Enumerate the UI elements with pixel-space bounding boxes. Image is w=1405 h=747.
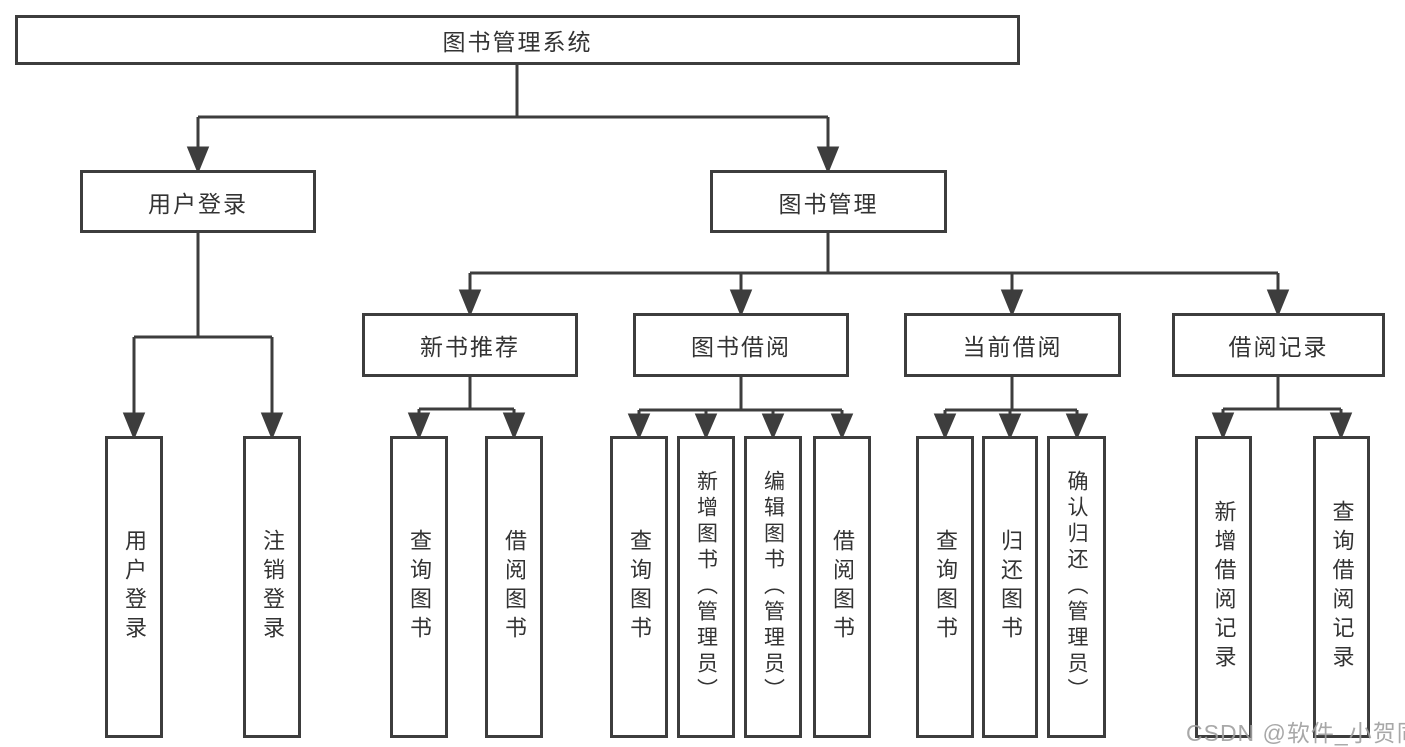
connector-mgmt-to-level3: [458, 233, 1290, 317]
leaf-confirm-return-admin: 确认归还（管理员）: [1047, 436, 1106, 738]
connector-borrow-to-leaves: [627, 377, 854, 440]
connector-root-to-level2: [186, 65, 840, 174]
leaf-query-borrow-record: 查询借阅记录: [1313, 436, 1370, 738]
node-user-login: 用户登录: [80, 170, 316, 233]
csdn-watermark: CSDN @软件_小贺同学: [1186, 720, 1405, 746]
connector-login-to-leaves: [122, 233, 284, 440]
leaf-return-book: 归还图书: [982, 436, 1038, 738]
leaf-query-book-current: 查询图书: [916, 436, 974, 738]
leaf-add-borrow-record: 新增借阅记录: [1195, 436, 1252, 738]
node-root-system: 图书管理系统: [15, 15, 1020, 65]
node-book-management: 图书管理: [710, 170, 947, 233]
leaf-logout: 注销登录: [243, 436, 301, 738]
node-book-borrow: 图书借阅: [633, 313, 849, 377]
leaf-borrow-book-recommend: 借阅图书: [485, 436, 543, 738]
leaf-query-book-recommend: 查询图书: [390, 436, 448, 738]
connector-current-to-leaves: [933, 377, 1089, 440]
leaf-user-login: 用户登录: [105, 436, 163, 738]
node-new-book-recommend: 新书推荐: [362, 313, 578, 377]
node-borrow-record: 借阅记录: [1172, 313, 1385, 377]
connector-record-to-leaves: [1211, 377, 1353, 440]
leaf-edit-book-admin: 编辑图书（管理员）: [744, 436, 802, 738]
connector-newbook-to-leaves: [407, 377, 526, 440]
leaf-query-book-borrow: 查询图书: [610, 436, 668, 738]
node-current-borrow: 当前借阅: [904, 313, 1121, 377]
leaf-borrow-book: 借阅图书: [813, 436, 871, 738]
leaf-add-book-admin: 新增图书（管理员）: [677, 436, 735, 738]
